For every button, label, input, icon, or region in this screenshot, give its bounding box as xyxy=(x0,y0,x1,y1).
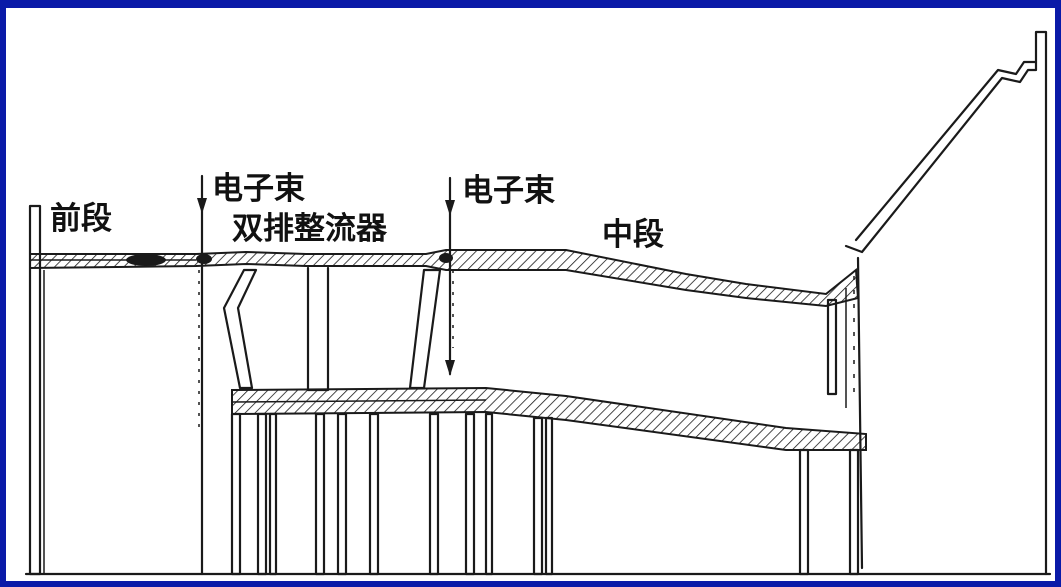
double-row-fairing-label: 双排整流器 xyxy=(232,211,387,247)
electron-beam-label-right: 电子束 xyxy=(462,173,555,209)
front-section-label: 前段 xyxy=(50,201,112,237)
drawing-canvas: 前段 电子束 双排整流器 电子束 中段 xyxy=(6,8,1055,581)
rear-cone xyxy=(844,30,1048,576)
fairing-struts xyxy=(222,266,442,392)
casing-cross-section-drawing xyxy=(24,30,1052,576)
electron-beam-arrow-right xyxy=(445,176,455,376)
inner-casing xyxy=(231,386,867,451)
electron-beam-arrow-left xyxy=(197,174,207,576)
middle-section-label: 中段 xyxy=(602,217,664,253)
middle-rear-flange xyxy=(826,276,855,408)
electron-beam-label-left: 电子束 xyxy=(212,171,305,207)
